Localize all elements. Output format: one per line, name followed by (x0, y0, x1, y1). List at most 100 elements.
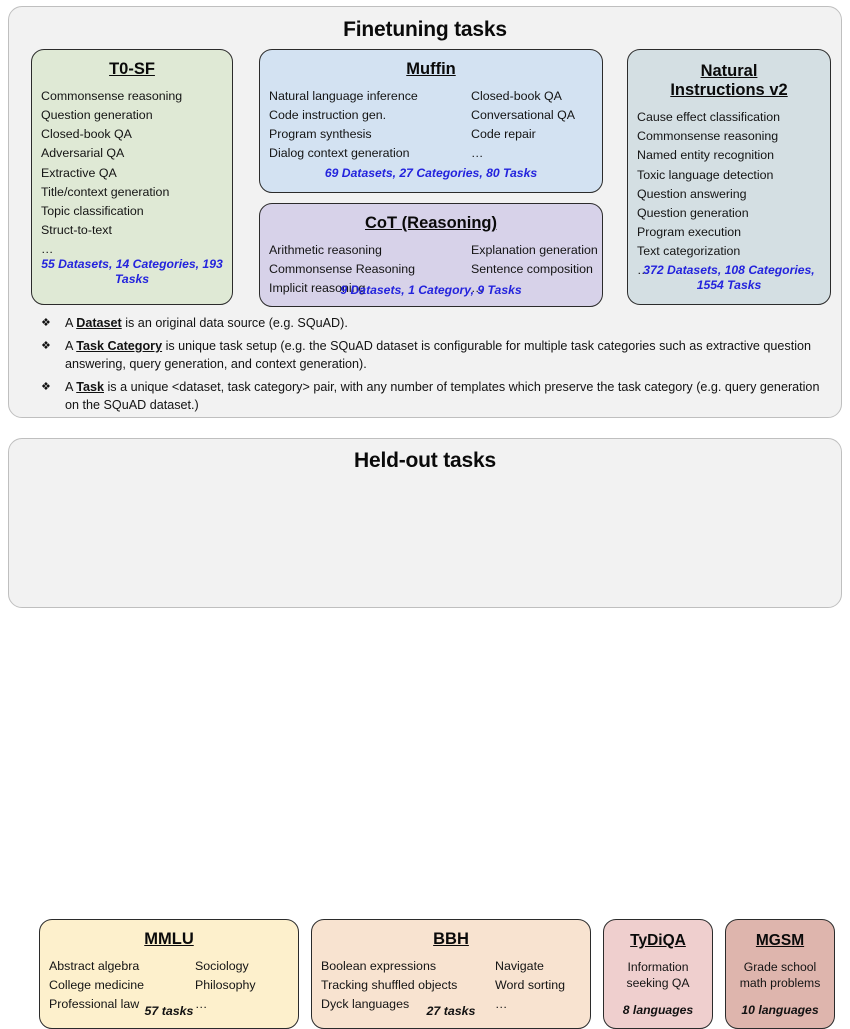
list-item: Sociology (195, 959, 249, 974)
held-out-tasks-section: Held-out tasks MMLU Abstract algebra Col… (8, 438, 842, 1029)
list-item: Topic classification (41, 203, 144, 218)
definition-row-task-category: ❖ A Task Category is unique task setup (… (41, 338, 831, 374)
card-muffin-title: Muffin (406, 60, 456, 78)
card-bbh-stats: 27 tasks (426, 1004, 476, 1018)
list-item: Program synthesis (269, 127, 372, 142)
definition-prefix: A (65, 316, 77, 330)
list-item: Sentence composition (471, 262, 593, 277)
list-item: Arithmetic reasoning (269, 243, 382, 258)
list-item: Navigate (495, 959, 544, 974)
diamond-bullet-icon: ❖ (41, 339, 51, 352)
card-muffin-item-list-left: Natural language inference Code instruct… (269, 87, 465, 163)
card-mmlu-stats: 57 tasks (144, 1004, 194, 1018)
definitions-list: ❖ A Dataset is an original data source (… (41, 315, 831, 419)
list-item: College medicine (49, 978, 145, 993)
list-item-ellipsis: … (471, 281, 485, 296)
list-item: Question generation (41, 108, 153, 123)
list-item: Commonsense Reasoning (269, 262, 416, 277)
list-item: Program execution (637, 224, 741, 239)
definition-prefix: A (65, 379, 77, 394)
list-item: Commonsense reasoning (41, 89, 183, 104)
list-item: Code instruction gen. (269, 108, 387, 123)
card-tydiqa-description: Information seeking QA (613, 959, 703, 991)
list-item: Natural language inference (269, 89, 418, 104)
list-item: Closed-book QA (41, 127, 132, 142)
definition-text-dataset: A Dataset is an original data source (e.… (65, 315, 831, 333)
list-item: Toxic language detection (637, 167, 774, 182)
diamond-bullet-icon: ❖ (41, 380, 51, 393)
card-tydiqa-desc-line1: Information (627, 959, 689, 974)
card-bbh: BBH Boolean expressions Tracking shuffle… (311, 919, 591, 1029)
card-tydiqa: TyDiQA Information seeking QA 8 language… (603, 919, 713, 1029)
card-mmlu-title: MMLU (144, 930, 194, 948)
card-mgsm-desc-line1: Grade school (743, 959, 817, 974)
card-muffin-columns: Natural language inference Code instruct… (269, 87, 593, 163)
list-item: Named entity recognition (637, 148, 775, 163)
card-tydiqa-title: TyDiQA (630, 932, 686, 949)
list-item: Word sorting (495, 978, 566, 993)
card-t0sf-stats: 55 Datasets, 14 Categories, 193 Tasks (41, 256, 223, 287)
list-item: Code repair (471, 127, 536, 142)
card-mmlu: MMLU Abstract algebra College medicine P… (39, 919, 299, 1029)
definition-row-dataset: ❖ A Dataset is an original data source (… (41, 315, 831, 333)
card-t0sf-title: T0-SF (109, 60, 155, 78)
list-item: Extractive QA (41, 165, 117, 180)
card-cot-title: CoT (Reasoning) (365, 214, 497, 232)
definition-text-task-category: A Task Category is unique task setup (e.… (65, 338, 831, 374)
card-cot-item-list-left: Arithmetic reasoning Commonsense Reasoni… (269, 241, 465, 298)
list-item: Dialog context generation (269, 146, 410, 161)
card-t0sf-item-list: Commonsense reasoning Question generatio… (41, 87, 223, 259)
finetuning-tasks-section: Finetuning tasks T0-SF Commonsense reaso… (8, 6, 842, 418)
definition-body: is an original data source (e.g. SQuAD). (121, 316, 348, 330)
card-cot-stats: 9 Datasets, 1 Category, 9 Tasks (340, 283, 522, 298)
finetuning-section-title: Finetuning tasks (343, 18, 507, 41)
card-cot-columns: Arithmetic reasoning Commonsense Reasoni… (269, 241, 598, 298)
card-t0sf: T0-SF Commonsense reasoning Question gen… (31, 49, 233, 305)
list-item-ellipsis: … (637, 263, 651, 277)
list-item-ellipsis: … (41, 241, 55, 256)
card-muffin-stats: 69 Datasets, 27 Categories, 80 Tasks (324, 166, 538, 181)
card-niv2-item-list: Cause effect classification Commonsense … (637, 108, 821, 280)
card-mgsm-desc-line2: math problems (739, 976, 821, 991)
list-item: Text categorization (637, 243, 741, 258)
definition-term-task-category: Task Category (76, 338, 163, 353)
list-item: Boolean expressions (321, 959, 437, 974)
list-item: Abstract algebra (49, 959, 140, 974)
definition-term-dataset: Dataset (76, 316, 122, 330)
list-item: Conversational QA (471, 108, 575, 123)
list-item: Struct-to-text (41, 222, 112, 237)
card-mgsm-description: Grade school math problems (735, 959, 825, 991)
card-cot: CoT (Reasoning) Arithmetic reasoning Com… (259, 203, 603, 307)
card-muffin: Muffin Natural language inference Code i… (259, 49, 603, 193)
definition-term-task: Task (76, 379, 104, 394)
list-item: Cause effect classification (637, 110, 781, 125)
card-tydiqa-desc-line2: seeking QA (626, 976, 690, 991)
list-item: Implicit reasoning (269, 281, 366, 296)
card-mgsm-title: MGSM (755, 932, 805, 949)
card-niv2-stats: 372 Datasets, 108 Categories, 1554 Tasks (643, 262, 815, 293)
card-bbh-title: BBH (433, 930, 469, 948)
card-niv2-title: Natural Instructions v2 (637, 62, 821, 100)
list-item: Adversarial QA (41, 146, 125, 161)
card-muffin-item-list-right: Closed-book QA Conversational QA Code re… (471, 87, 593, 163)
card-cot-item-list-right: Explanation generation Sentence composit… (471, 241, 598, 298)
heldout-section-title: Held-out tasks (354, 449, 496, 472)
definition-prefix: A (65, 338, 77, 353)
card-niv2-title-line1: Natural (700, 62, 758, 80)
list-item: Question answering (637, 186, 747, 201)
list-item: Philosophy (195, 978, 256, 993)
definition-body: is unique task setup (e.g. the SQuAD dat… (65, 338, 812, 371)
list-item: Closed-book QA (471, 89, 562, 104)
list-item: Question generation (637, 205, 749, 220)
definition-text-task: A Task is a unique <dataset, task catego… (65, 379, 831, 415)
definition-row-task: ❖ A Task is a unique <dataset, task cate… (41, 379, 831, 415)
card-mgsm-stats: 10 languages (741, 1003, 819, 1017)
card-niv2-title-line2: Instructions v2 (670, 81, 788, 100)
card-tydiqa-stats: 8 languages (622, 1003, 694, 1017)
list-item: Title/context generation (41, 184, 170, 199)
definition-body: is a unique <dataset, task category> pai… (65, 379, 820, 412)
diamond-bullet-icon: ❖ (41, 317, 51, 329)
list-item-ellipsis: … (471, 146, 485, 161)
list-item: Commonsense reasoning (637, 129, 779, 144)
card-mgsm: MGSM Grade school math problems 10 langu… (725, 919, 835, 1029)
